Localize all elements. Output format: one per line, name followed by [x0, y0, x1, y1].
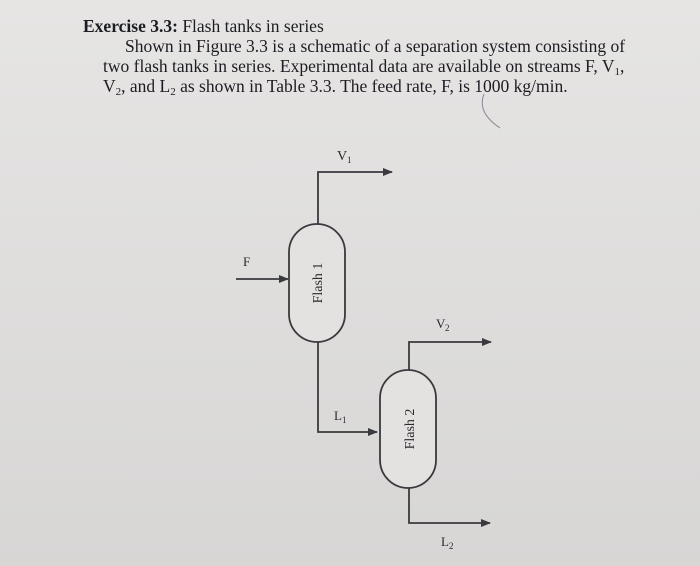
flash-1-label: Flash 1 — [311, 263, 326, 304]
v2-label-subscript: 2 — [445, 323, 450, 333]
flash-2-tank — [379, 369, 437, 489]
exercise-number: Exercise 3.3: — [83, 16, 178, 36]
l1-label-subscript: 1 — [342, 415, 347, 425]
v1-label-letter: V — [337, 149, 347, 164]
paragraph-line-3-end: as shown in Table 3.3. The feed rate, F,… — [175, 76, 568, 96]
paragraph-line-3-subscript-1: 2 — [115, 86, 122, 98]
l1-label: L 1 — [334, 408, 347, 425]
flash-1-tank — [288, 223, 346, 343]
l2-label: L 2 — [441, 534, 454, 551]
flash-2-label: Flash 2 — [403, 409, 418, 450]
v1-label-subscript: 1 — [347, 155, 352, 165]
l2-label-letter: L — [441, 534, 449, 549]
paragraph-line-2-end: , — [619, 56, 625, 76]
paragraph-line-2-text: two flash tanks in series. Experimental … — [103, 56, 615, 76]
feed-label: F — [243, 254, 250, 269]
v2-label: V 2 — [436, 316, 450, 333]
l1-stream-line — [317, 342, 378, 436]
paragraph-line-2: two flash tanks in series. Experimental … — [83, 56, 683, 78]
paragraph-line-1: Shown in Figure 3.3 is a schematic of a … — [125, 36, 626, 56]
paragraph-line-3-mid: , and L — [121, 76, 171, 96]
exercise-text: Exercise 3.3: Flash tanks in series Show… — [83, 16, 683, 98]
l1-label-letter: L — [334, 408, 342, 423]
paragraph-line-2-subscript: 1 — [614, 66, 620, 78]
paragraph-line-3: V2, and L2 as shown in Table 3.3. The fe… — [83, 76, 683, 98]
pencil-mark — [481, 93, 501, 129]
exercise-title-text: Flash tanks in series — [177, 16, 324, 36]
v1-label: V 1 — [337, 149, 352, 165]
l2-label-subscript: 2 — [449, 541, 454, 551]
exercise-title: Exercise 3.3: Flash tanks in series — [83, 16, 683, 36]
v2-stream-line — [408, 338, 492, 370]
paragraph-line-3-v: V — [103, 76, 116, 96]
l2-stream-line — [408, 488, 491, 527]
paragraph-line-3-subscript-2: 2 — [170, 86, 176, 98]
v1-stream-line — [317, 168, 393, 224]
v2-label-letter: V — [436, 316, 446, 331]
